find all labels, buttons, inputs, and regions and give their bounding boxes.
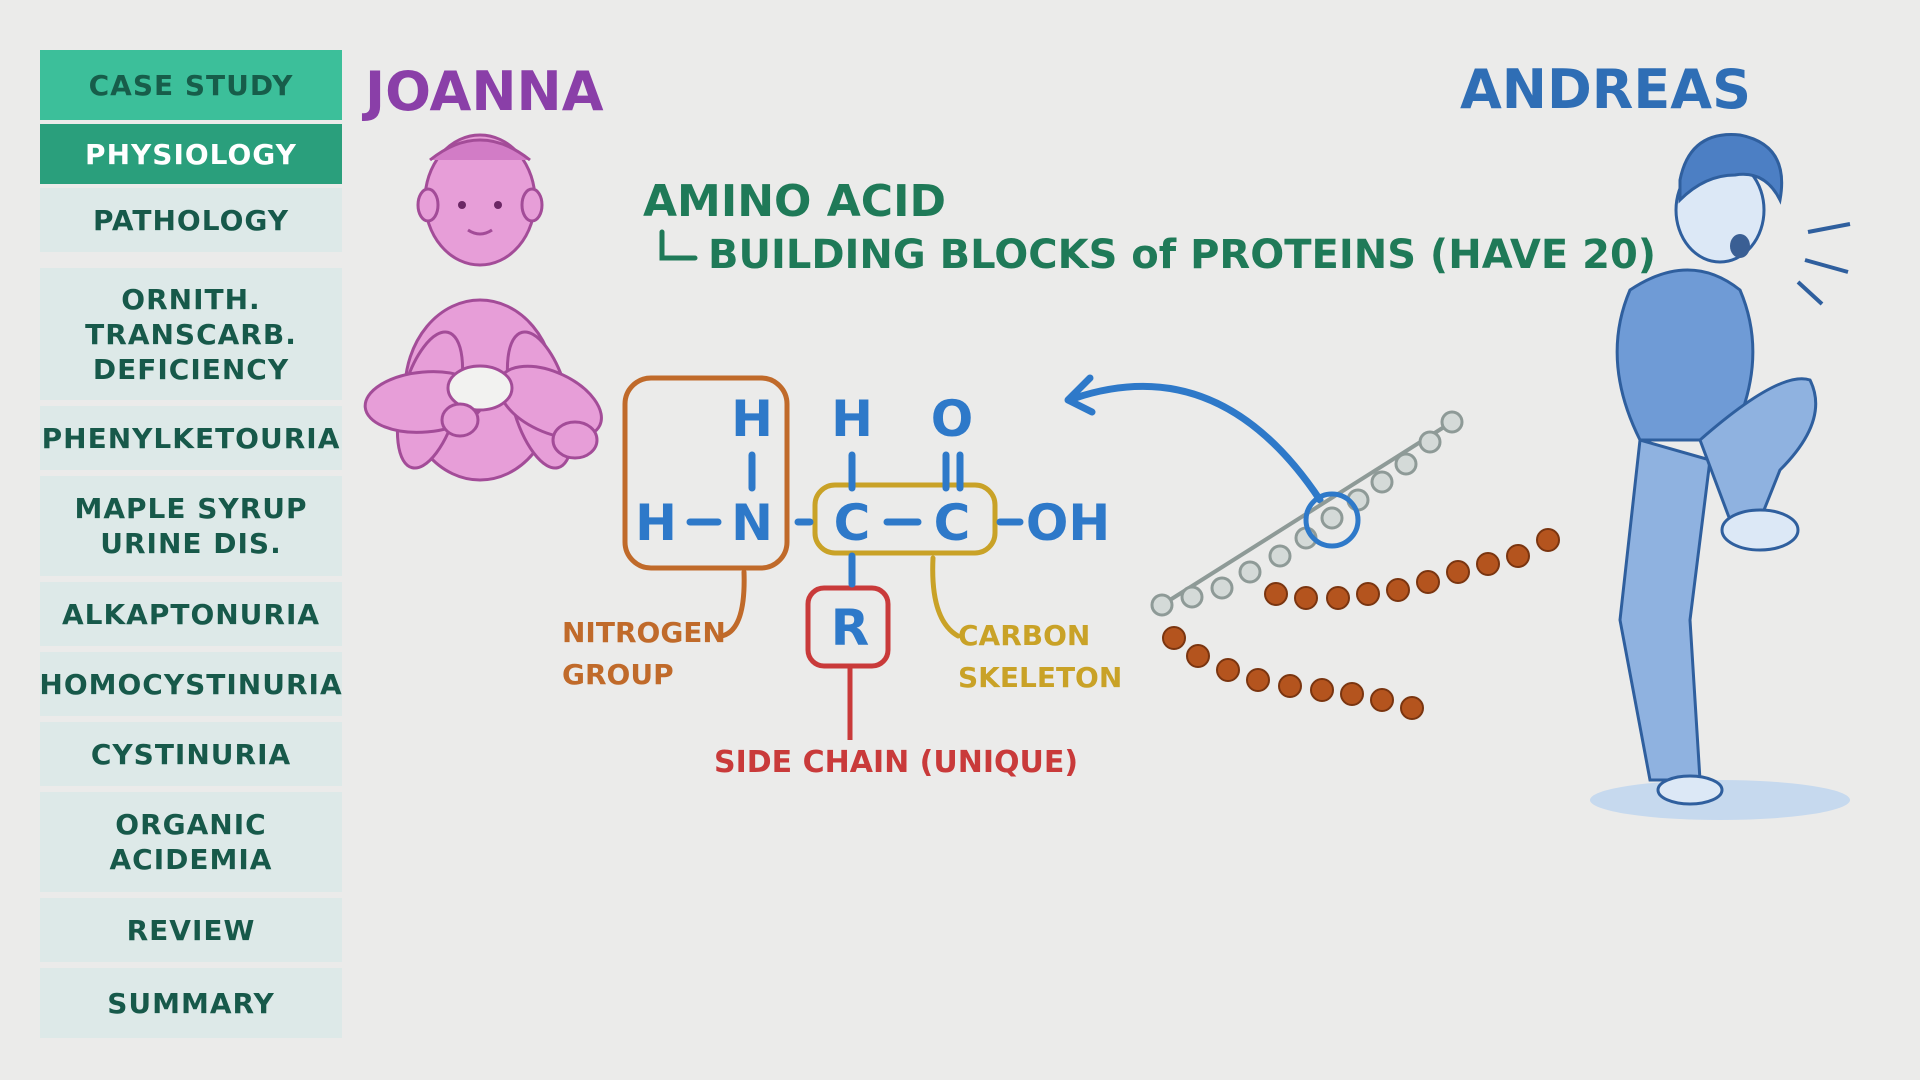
- amino-acid-structure: H H N H O C C OH R NITROGEN GROUP CARBON…: [562, 375, 1122, 780]
- nav-homocystinuria[interactable]: HOMOCYSTINURIA: [39, 652, 342, 716]
- arrow-head-icon: [1064, 374, 1096, 416]
- joanna-name: JOANNA: [361, 60, 604, 123]
- nav-review[interactable]: REVIEW: [40, 898, 342, 962]
- protein-chain-brown-1: [1264, 528, 1560, 610]
- atom-oh: OH: [1026, 494, 1110, 552]
- andreas-name: ANDREAS: [1460, 58, 1751, 121]
- highlighted-amino-acid-ring: [1303, 491, 1361, 549]
- nav-alkaptonuria[interactable]: ALKAPTONURIA: [40, 582, 342, 646]
- subtitle-arrow-icon: [659, 229, 698, 261]
- atom-o: O: [931, 390, 974, 448]
- carbon-skeleton-box: [812, 482, 998, 556]
- nav-ornithine-deficiency[interactable]: ORNITH. TRANSCARB. DEFICIENCY: [40, 268, 342, 400]
- nav-maple-syrup[interactable]: MAPLE SYRUP URINE DIS.: [40, 476, 342, 576]
- nav-physiology[interactable]: PHYSIOLOGY: [40, 124, 342, 184]
- nav-summary[interactable]: SUMMARY: [40, 968, 342, 1038]
- nav-case-study[interactable]: CASE STUDY: [40, 50, 342, 120]
- atom-n: N: [731, 494, 773, 552]
- label-nitrogen-2: GROUP: [562, 658, 674, 691]
- nav-pathology[interactable]: PATHOLOGY: [40, 188, 342, 252]
- atom-h-left: H: [635, 494, 677, 552]
- nav-organic-acidemia[interactable]: ORGANIC ACIDEMIA: [40, 792, 342, 892]
- atom-r: R: [831, 599, 870, 657]
- molecule-bonds: [686, 451, 1024, 588]
- label-nitrogen-1: NITROGEN: [562, 616, 726, 649]
- amino-acid-title: AMINO ACID: [643, 176, 946, 227]
- label-carbon-1: CARBON: [958, 619, 1090, 652]
- atom-h-top-c: H: [831, 390, 873, 448]
- amino-acid-subtitle: BUILDING BLOCKS of PROTEINS (HAVE 20): [708, 232, 1656, 278]
- nitrogen-pointer: [719, 569, 747, 639]
- atom-c2: C: [934, 494, 971, 552]
- protein-chain-brown-2: [1162, 626, 1424, 720]
- man-illustration: [1590, 133, 1851, 820]
- nitrogen-group-box: [622, 375, 790, 571]
- side-chain-box: [805, 585, 891, 669]
- atom-c1: C: [834, 494, 871, 552]
- label-side-chain: SIDE CHAIN (UNIQUE): [714, 745, 1078, 780]
- carbon-pointer: [930, 555, 961, 639]
- atom-h-top-n: H: [731, 390, 773, 448]
- nav-phenylketouria[interactable]: PHENYLKETOURIA: [40, 406, 342, 470]
- baby-illustration: [363, 133, 603, 482]
- label-carbon-2: SKELETON: [958, 661, 1122, 694]
- nav-cystinuria[interactable]: CYSTINURIA: [40, 722, 342, 786]
- arrow-to-molecule: [1071, 382, 1324, 504]
